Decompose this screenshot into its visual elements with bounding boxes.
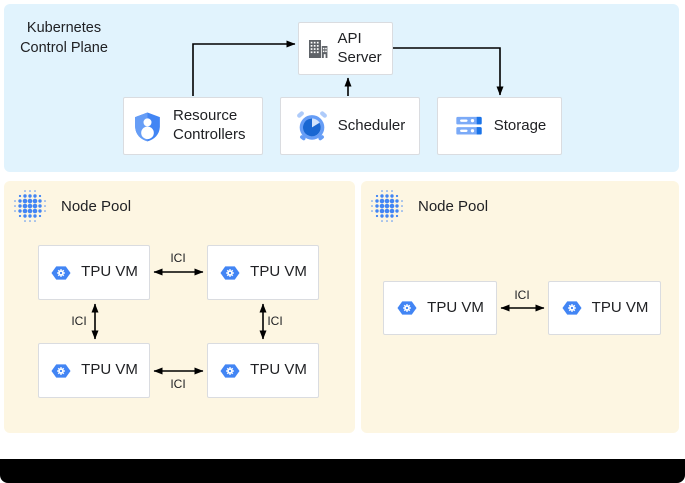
shield-user-icon [131, 109, 164, 144]
node-pool-panel-2: Node Pool TPU VM [361, 181, 679, 433]
tpu-hexagon-icon [561, 297, 583, 319]
tpu-vm-label: TPU VM [250, 263, 307, 281]
tpu-hexagon-icon [50, 262, 72, 284]
tpu-vm-label: TPU VM [427, 298, 484, 316]
resource-controllers-box: Resource Controllers [123, 97, 263, 155]
alarm-clock-icon [295, 108, 329, 144]
api-server-box: API Server [298, 22, 393, 75]
resource-controllers-label: Resource Controllers [173, 107, 246, 143]
api-server-label: API Server [337, 29, 382, 66]
tpu-vm-box-4: TPU VM [207, 343, 319, 398]
ici-label-left: ICI [71, 314, 87, 328]
tpu-hexagon-icon [219, 262, 241, 284]
storage-box: Storage [437, 97, 562, 155]
tpu-vm-box-2: TPU VM [207, 245, 319, 300]
tpu-vm-box-5: TPU VM [383, 281, 497, 335]
tpu-vm-box-1: TPU VM [38, 245, 150, 300]
tpu-vm-label: TPU VM [81, 361, 138, 379]
disks-icon [453, 110, 485, 142]
tpu-vm-box-3: TPU VM [38, 343, 150, 398]
ici-label-pool2: ICI [514, 288, 530, 302]
control-plane-title: Kubernetes Control Plane [20, 20, 108, 57]
ici-label-right: ICI [267, 314, 283, 328]
footer-bar [0, 459, 685, 483]
node-pool-1-label: Node Pool [61, 197, 132, 215]
node-pool-1-header: Node Pool [13, 189, 131, 223]
tpu-vm-label: TPU VM [591, 298, 649, 316]
tpu-hexagon-icon [50, 360, 72, 382]
node-pool-2-header: Node Pool [370, 189, 488, 223]
tpu-hexagon-icon [396, 297, 418, 319]
tpu-hexagon-icon [219, 360, 241, 382]
ici-label-top: ICI [170, 251, 186, 265]
dots-cluster-icon [13, 189, 47, 223]
control-plane-panel: Kubernetes Control Plane [4, 4, 679, 172]
tpu-vm-box-6: TPU VM [548, 281, 661, 335]
scheduler-label: Scheduler [337, 116, 406, 134]
storage-label: Storage [493, 116, 547, 134]
building-icon [306, 37, 330, 61]
dots-cluster-icon [370, 189, 404, 223]
node-pool-2-label: Node Pool [418, 197, 489, 215]
node-pool-panel-1: Node Pool TPU VM [4, 181, 355, 433]
scheduler-box: Scheduler [280, 97, 420, 155]
ici-label-bottom: ICI [170, 377, 186, 391]
tpu-vm-label: TPU VM [81, 263, 138, 281]
tpu-vm-label: TPU VM [250, 361, 307, 379]
